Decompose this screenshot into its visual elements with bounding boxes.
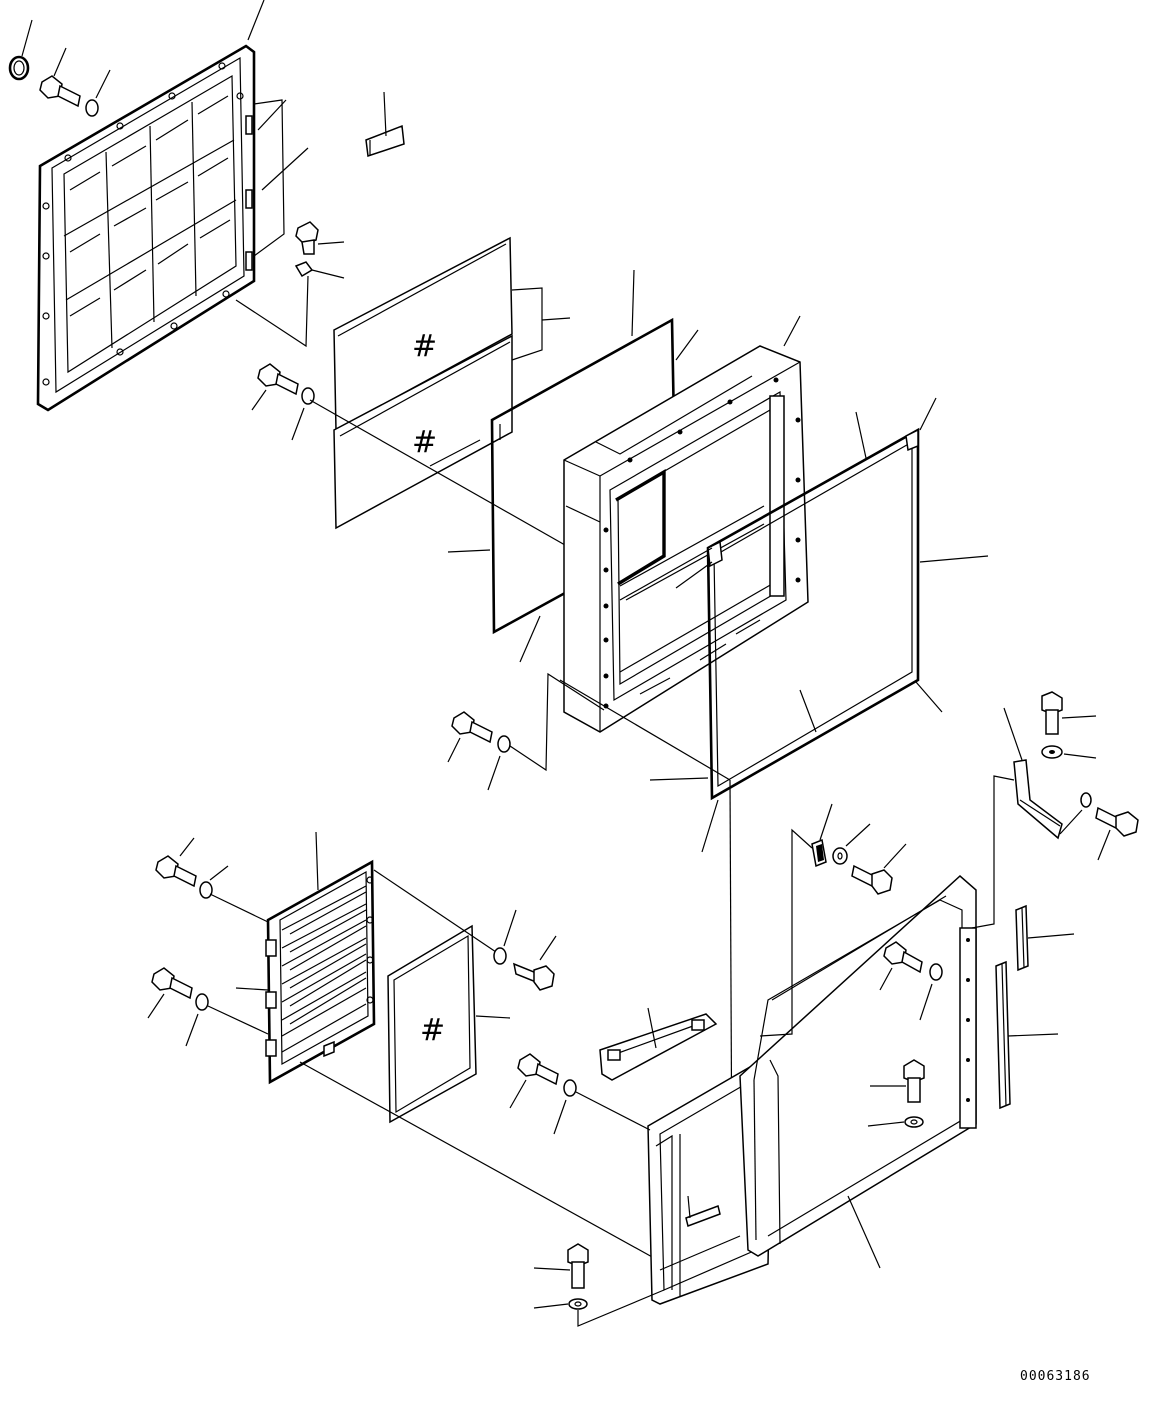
bolt (510, 1054, 558, 1108)
side-frame (648, 876, 976, 1304)
rubber-strip-long (996, 962, 1058, 1108)
bolt (852, 844, 906, 894)
louver-panel (236, 832, 374, 1082)
bolt (1042, 692, 1096, 734)
filter-element-upper: # (334, 238, 512, 430)
hex-nut (296, 222, 344, 254)
cross-bracket (600, 1008, 716, 1080)
seal-strip (366, 92, 404, 156)
drawing-number: 00063186 (1020, 1369, 1091, 1384)
filter-element-lower: # (334, 336, 512, 528)
grille-panel (38, 46, 284, 410)
washer (488, 736, 510, 790)
angle-bracket (1004, 708, 1062, 838)
bolt (156, 838, 196, 886)
grommet-ring (10, 20, 32, 79)
washer (200, 866, 228, 898)
washer (920, 964, 942, 1020)
housing-frame (564, 316, 808, 732)
washer (494, 910, 516, 964)
washer (554, 1080, 576, 1134)
washer (292, 388, 314, 440)
washer (186, 994, 208, 1046)
washer (86, 70, 110, 116)
hash-mark: # (420, 1013, 445, 1048)
small-screw (296, 262, 344, 278)
hash-mark: # (412, 425, 437, 460)
clip (812, 804, 832, 866)
bolt (534, 1244, 588, 1288)
washer (1060, 793, 1091, 834)
washer (868, 1117, 923, 1127)
bolt (40, 48, 80, 106)
bolt (448, 712, 492, 762)
washer (534, 1299, 587, 1309)
bolt (880, 942, 922, 990)
bolt (514, 936, 556, 990)
rubber-strip-short (1016, 906, 1074, 970)
bolt (252, 364, 298, 410)
bolt (1096, 808, 1138, 860)
hash-mark: # (412, 329, 437, 364)
washer (1042, 746, 1096, 758)
washer (833, 824, 870, 864)
screen-frame (620, 398, 988, 852)
bolt (870, 1060, 924, 1102)
bolt (148, 968, 192, 1018)
louver-filter: # (388, 926, 510, 1122)
